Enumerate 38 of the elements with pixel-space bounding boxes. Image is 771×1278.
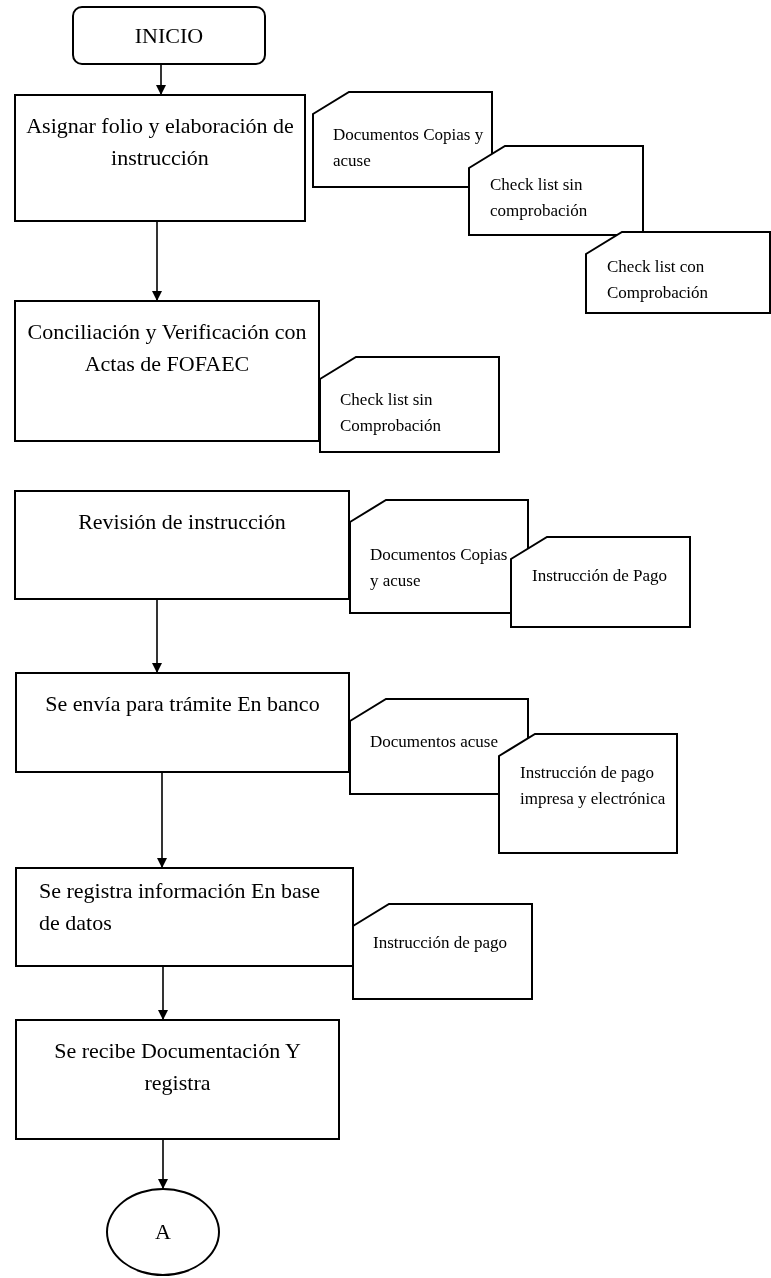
- process-box: [15, 867, 354, 967]
- arrow: [156, 64, 166, 95]
- node-label: A: [154, 1218, 171, 1246]
- arrow: [157, 772, 167, 868]
- start-terminal: [72, 6, 266, 65]
- document-shape: [511, 537, 690, 627]
- node-label: Conciliación y Verificación con Actas de FOFAEC: [26, 318, 308, 378]
- arrow: [158, 966, 168, 1020]
- process-box: [15, 1019, 340, 1140]
- process-box: [15, 672, 350, 773]
- document-shape: [469, 146, 643, 235]
- node-label: Se registra información En base de datos: [39, 877, 321, 937]
- node-label: Se recibe Documentación Y registra: [53, 1037, 302, 1097]
- node-label: INICIO: [133, 21, 204, 50]
- node-label: Revisión de instrucción: [77, 508, 286, 536]
- node-label: Se envía para trámite En banco: [44, 690, 320, 718]
- node-label: Documentos acuse: [370, 731, 498, 753]
- document-shape: [313, 92, 492, 187]
- node-label: Instrucción de pago impresa y electrónica: [520, 762, 667, 810]
- node-label: Instrucción de Pago: [532, 565, 668, 587]
- document-shape: [353, 904, 532, 999]
- node-label: Instrucción de pago: [373, 932, 508, 954]
- document-shape: [586, 232, 770, 313]
- arrow: [152, 599, 162, 673]
- node-label: Check list sin Comprobación: [340, 389, 443, 437]
- process-box: [14, 300, 320, 442]
- node-label: Check list sin comprobación: [490, 174, 589, 222]
- process-box: [14, 490, 350, 600]
- process-box: [14, 94, 306, 222]
- node-label: Asignar folio y elaboración de instrucción: [25, 112, 295, 172]
- node-label: Documentos Copias y acuse: [333, 124, 484, 172]
- node-label: Check list con Comprobación: [607, 256, 710, 304]
- node-label: Documentos Copias y acuse: [370, 544, 509, 592]
- document-shape: [320, 357, 499, 452]
- document-shape: [350, 500, 528, 613]
- arrow: [158, 1139, 168, 1189]
- arrow: [152, 221, 162, 301]
- document-shape: [499, 734, 677, 853]
